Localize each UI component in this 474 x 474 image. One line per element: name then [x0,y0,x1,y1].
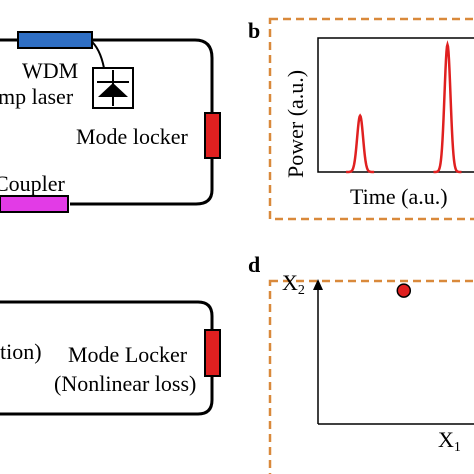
ring-mode-locker-component [204,329,221,377]
mode-locker-component [204,112,221,159]
panel-d-xlabel-sub: 1 [454,440,461,455]
coupler-component [0,195,69,213]
panel-d-ylabel-main: X [282,270,298,295]
panel-d-ylabel-sub: 2 [298,283,305,298]
pulse-1 [346,113,375,174]
panel-b-xlabel: Time (a.u.) [350,184,448,209]
ring-model-diagram: tion) Mode Locker (Nonlinear loss) [0,300,221,416]
panel-b-axes [317,37,474,173]
pulse-layer [346,40,462,174]
ring-mode-locker-label: Mode Locker [68,342,188,367]
fiber-loop [70,38,214,206]
coupler-label: Coupler [0,171,66,196]
panel-b-border [268,17,474,221]
panel-b: b Power (a.u.) Time (a.u.) [248,17,474,221]
ring-left-label: tion) [0,339,42,364]
panel-d-letter: d [248,252,260,277]
wdm-component [17,31,93,49]
pump-laser-label: mp laser [0,84,74,109]
panel-b-ylabel: Power (a.u.) [283,70,308,178]
wdm-label: WDM [22,58,78,83]
panel-b-letter: b [248,18,260,43]
diode-icon [97,70,129,106]
y-axis-arrow-icon [313,279,323,290]
mode-locker-label: Mode locker [76,124,188,149]
state-point-1 [396,283,412,298]
ring-nonlinear-label: (Nonlinear loss) [54,371,196,396]
point-layer [396,283,412,298]
pulse-2 [433,40,462,174]
panel-d-xlabel-main: X [438,427,454,452]
panel-d-xlabel: X1 [438,427,461,455]
panel-d-border [268,279,474,474]
panel-d-ylabel: X2 [282,270,305,298]
laser-cavity-diagram: WDM mp laser Mode locker Coupler [0,31,221,213]
panel-d: d X2 X1 [248,252,474,474]
